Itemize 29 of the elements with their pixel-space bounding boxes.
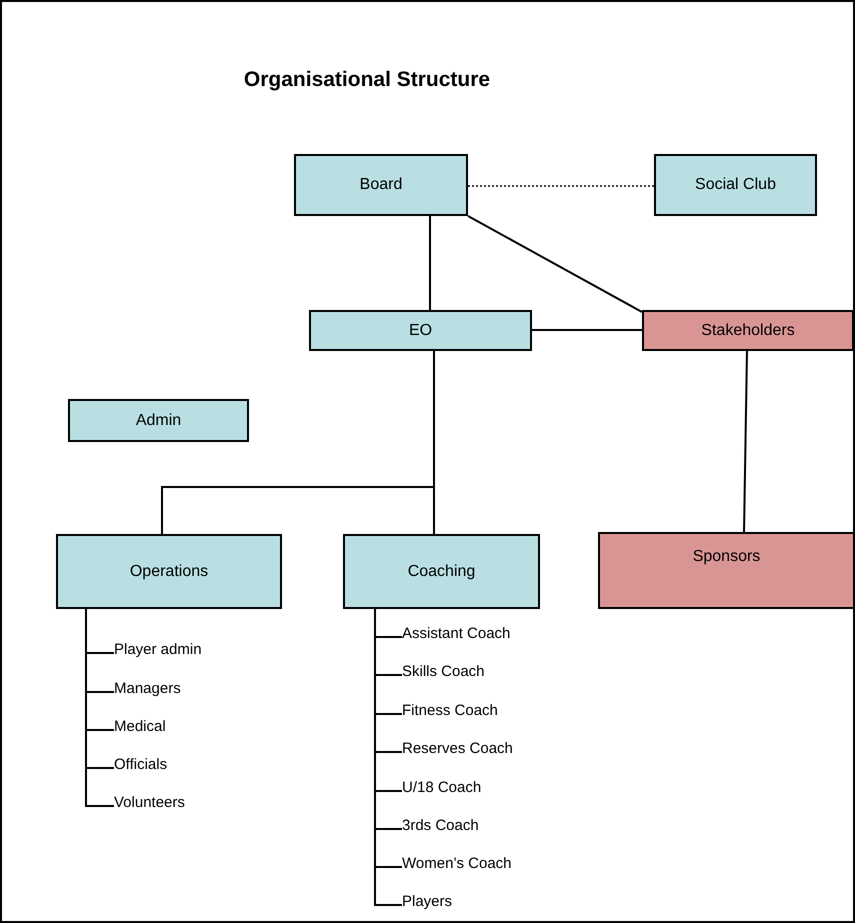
org-box: Sponsors: [598, 532, 853, 609]
role-text: Medical: [114, 715, 166, 737]
role-text: Volunteers: [114, 791, 185, 813]
role-text: Skills Coach: [402, 660, 485, 682]
org-box: Operations: [56, 534, 282, 609]
connector-line: [433, 351, 435, 534]
org-box: Board: [294, 154, 468, 216]
role-text: Fitness Coach: [402, 699, 498, 721]
org-box: Admin: [68, 399, 249, 442]
role-text: Women’s Coach: [402, 852, 512, 874]
connector-line: [532, 329, 642, 331]
connector-line: [743, 350, 748, 532]
diagram-title: Organisational Structure: [242, 68, 492, 92]
role-text: Reserves Coach: [402, 737, 513, 759]
role-text: Player admin: [114, 638, 202, 660]
connector-line: [85, 609, 114, 807]
org-box: EO: [309, 310, 532, 351]
role-text: Players: [402, 890, 452, 912]
org-box: Coaching: [343, 534, 540, 609]
role-text: U/18 Coach: [402, 776, 482, 798]
role-text: Assistant Coach: [402, 622, 510, 644]
role-text: Managers: [114, 677, 181, 699]
role-text: Officials: [114, 753, 168, 775]
dotted-connector: [468, 185, 654, 187]
org-box: Social Club: [654, 154, 817, 216]
role-text: 3rds Coach: [402, 814, 479, 836]
org-box: Stakeholders: [642, 310, 853, 351]
connector-line: [468, 215, 642, 313]
connector-line: [429, 216, 431, 310]
